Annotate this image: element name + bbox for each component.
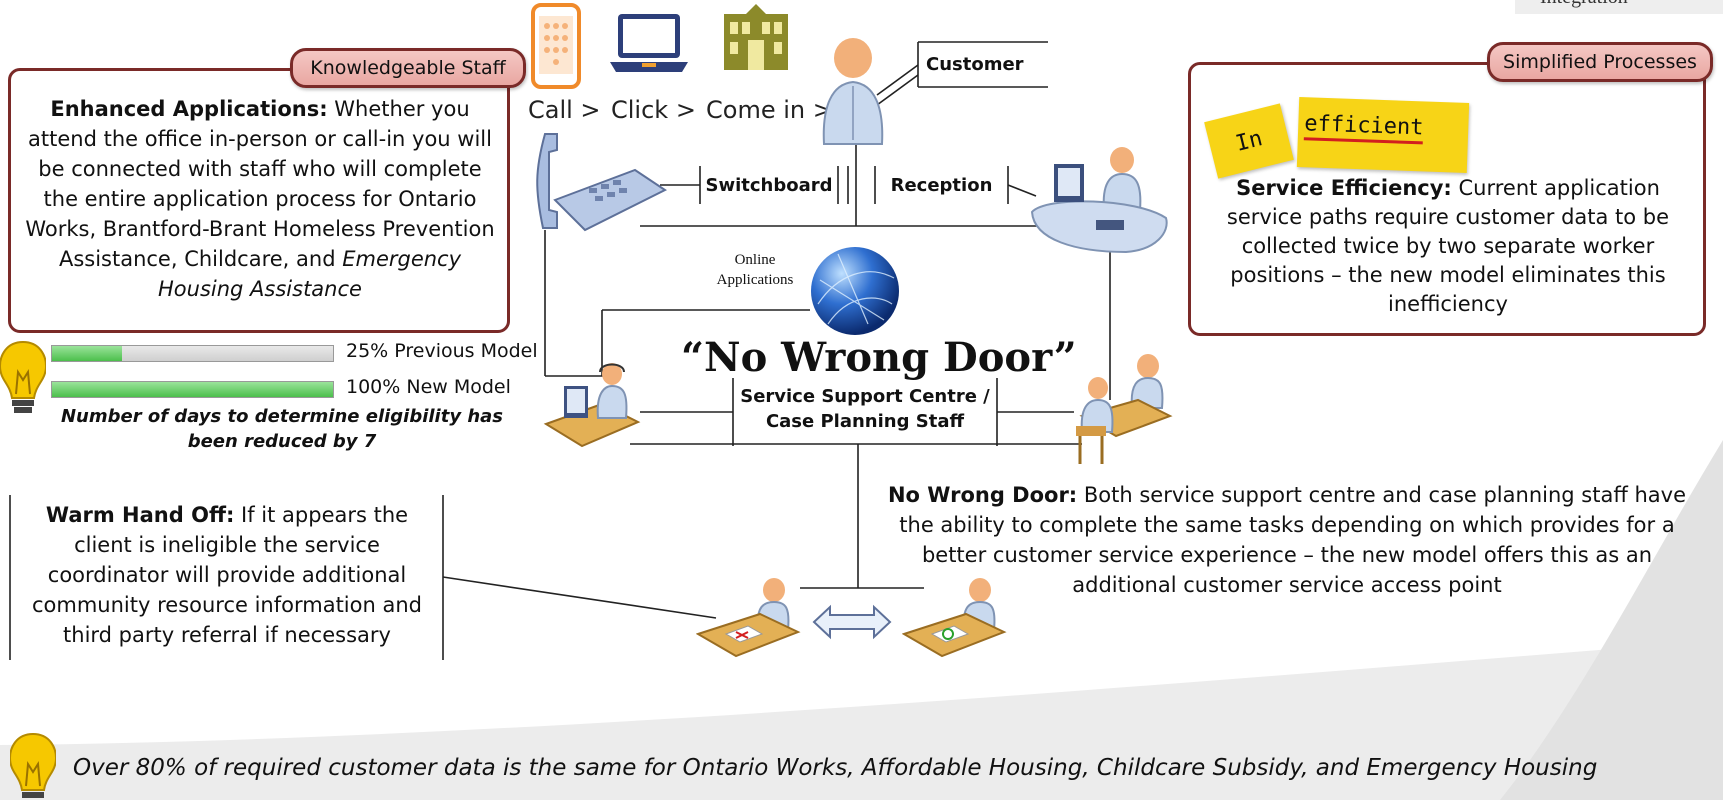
coordinator-desk-right-icon (902, 578, 1007, 658)
footer-note: Over 80% of required customer data is th… (73, 755, 1598, 781)
sticky-note-efficient-text: efficient (1303, 111, 1424, 145)
warm-hand-off-heading: Warm Hand Off: (45, 503, 235, 527)
no-wrong-door-text: No Wrong Door: Both service support cent… (872, 480, 1702, 600)
channel-call: Call > (528, 96, 601, 124)
knowledgeable-staff-tab: Knowledgeable Staff (290, 48, 526, 88)
previous-model-label: 25% Previous Model (346, 340, 538, 362)
inefficient-note: In efficient (1204, 97, 1470, 179)
office-building-icon (724, 4, 788, 70)
reception-desk-icon (1030, 147, 1168, 254)
double-arrow-icon (812, 604, 892, 640)
no-wrong-door-body: Both service support centre and case pla… (899, 483, 1686, 597)
simplified-processes-tab: Simplified Processes (1487, 42, 1713, 82)
new-model-bar-fill (52, 382, 333, 397)
channel-click: Click > (611, 96, 696, 124)
lightbulb-icon (0, 340, 46, 413)
coordinator-desk-left-icon (696, 578, 801, 658)
reception-label: Reception (890, 174, 993, 196)
new-model-bar (51, 381, 334, 398)
mobile-phone-icon (531, 3, 581, 89)
online-applications-label: Online Applications (716, 252, 794, 288)
channel-come-in: Come in > (706, 96, 833, 124)
service-efficiency-text: Service Efficiency: Current application … (1208, 174, 1688, 319)
enhanced-applications-box (8, 68, 510, 333)
previous-model-bar-fill (52, 346, 123, 361)
warm-hand-off-text: Warm Hand Off: If it appears the client … (20, 500, 434, 650)
enhanced-applications-italic: Emergency Housing Assistance (158, 247, 462, 301)
service-efficiency-body: Current application service paths requir… (1226, 176, 1670, 316)
switchboard-label: Switchboard (705, 174, 833, 196)
eligibility-note: Number of days to determine eligibility … (60, 406, 504, 452)
globe-icon (811, 247, 899, 335)
enhanced-applications-text: Enhanced Applications: Whether you atten… (22, 94, 498, 304)
laptop-icon (610, 14, 688, 72)
sticky-note-efficient: efficient (1296, 97, 1470, 173)
corner-text: Integration (1540, 0, 1628, 9)
warm-hand-off-body: If it appears the client is ineligible t… (32, 503, 422, 647)
no-wrong-door-title: “No Wrong Door” (681, 334, 1077, 381)
new-model-label: 100% New Model (346, 376, 511, 398)
case-planning-staff-icon (1076, 354, 1173, 464)
footer-lightbulb-icon (10, 732, 56, 798)
switchboard-phone-icon (536, 133, 667, 232)
sticky-note-in: In (1204, 103, 1294, 179)
service-support-text: Service Support Centre / Case Planning S… (740, 386, 990, 432)
support-worker-desk-icon (543, 363, 641, 448)
customer-person-icon (822, 38, 884, 145)
service-support-label: Service Support Centre / Case Planning S… (735, 384, 995, 434)
enhanced-applications-body: Whether you attend the office in-person … (25, 97, 495, 271)
previous-model-bar (51, 345, 334, 362)
no-wrong-door-heading: No Wrong Door: (887, 483, 1078, 507)
enhanced-applications-heading: Enhanced Applications: (50, 97, 328, 121)
sticky-note-in-text: In (1233, 125, 1265, 157)
service-efficiency-heading: Service Efficiency: (1236, 176, 1452, 200)
customer-label: Customer (926, 53, 1024, 75)
